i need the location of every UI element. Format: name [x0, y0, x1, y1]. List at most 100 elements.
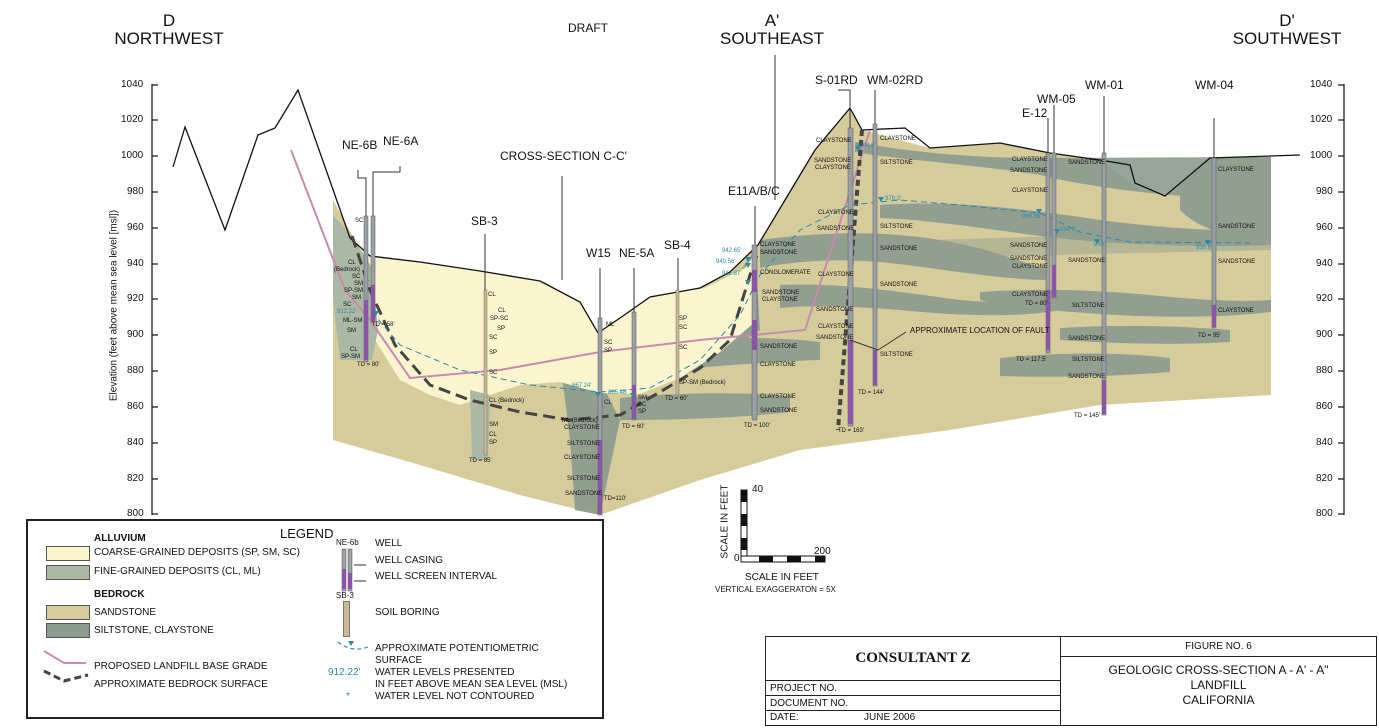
water-level-label: 950.6'	[1196, 245, 1213, 251]
tick-label: 980	[1316, 186, 1333, 197]
litho-label: SM	[638, 395, 647, 401]
litho-label: CLAYSTONE	[1012, 264, 1048, 270]
litho-label: SANDSTONE	[1068, 258, 1106, 264]
label-ne-6a: NE-6A	[383, 134, 419, 148]
legend-fine-label: FINE-GRAINED DEPOSITS (CL, ML)	[94, 566, 261, 577]
litho-label: CLAYSTONE	[1012, 157, 1048, 163]
label-wm-02rd: WM-02RD	[867, 73, 923, 87]
ground-surface	[172, 88, 1301, 334]
litho-label: CL (Bedrock)	[489, 398, 525, 404]
litho-label: SILTSTONE	[567, 476, 600, 482]
legend-not-contoured-label: WATER LEVEL NOT CONTOURED	[375, 691, 535, 702]
litho-label: CL	[498, 308, 506, 314]
tick-label: 840	[127, 437, 144, 448]
litho-label: SP	[679, 316, 688, 322]
section-end-d: D NORTHWEST	[110, 12, 228, 48]
section-letter: D	[162, 11, 176, 30]
td-label: TD = 80'	[1025, 301, 1048, 307]
water-level-label: 969.86'	[1022, 214, 1042, 220]
scale-vertical-value: 40	[752, 484, 764, 495]
litho-label: SC	[604, 340, 613, 346]
water-level-markers	[373, 146, 1211, 398]
tick-label: 920	[1316, 293, 1333, 304]
litho-label: SANDSTONE	[816, 307, 854, 313]
legend-siltstone-label: SILTSTONE, CLAYSTONE	[94, 625, 214, 636]
siltstone-band	[880, 203, 1271, 246]
litho-label: SC	[352, 274, 361, 280]
tick-label: 860	[127, 401, 144, 412]
label-ne-6b: NE-6B	[342, 138, 378, 152]
litho-label: BC	[638, 402, 647, 408]
label-wm-05: WM-05	[1037, 92, 1076, 106]
td-label: TD = 145'	[1074, 413, 1100, 419]
tick-label: 920	[127, 293, 144, 304]
legend-panel: LEGEND ALLUVIUM COARSE-GRAINED DEPOSITS …	[26, 519, 604, 719]
litho-label: SM	[347, 328, 356, 334]
figure-title-2: LANDFILL	[1190, 678, 1247, 692]
water-level-label: 958.3'	[1060, 227, 1077, 233]
scale-horizontal-value: 200	[814, 546, 831, 557]
litho-label: CLAYSTONE	[818, 272, 854, 278]
siltstone-wedge	[560, 360, 620, 515]
td-label: TD = 58'	[372, 322, 395, 328]
tick-label: 940	[127, 258, 144, 269]
litho-label: CLAYSTONE	[1218, 308, 1254, 314]
litho-label: SANDSTONE	[760, 344, 798, 350]
litho-label: SP	[497, 326, 506, 332]
litho-label: SANDSTONE	[880, 246, 918, 252]
litho-label: CONGLOMERATE	[760, 270, 811, 276]
section-end-d-prime: D' SOUTHWEST	[1226, 12, 1348, 48]
td-label: TD = 100'	[744, 423, 770, 429]
legend-water-levels-label-2: IN FEET ABOVE MEAN SEA LEVEL (MSL)	[375, 679, 568, 690]
landfill-base-grade-line	[290, 129, 871, 380]
section-direction: NORTHWEST	[114, 29, 224, 48]
litho-label: SANDSTONE	[1068, 374, 1106, 380]
litho-label: SP-SM (Bedrock)	[679, 380, 726, 386]
well-w15	[597, 317, 603, 516]
water-level-label: 867.24'	[572, 383, 592, 389]
litho-label: CLAYSTONE	[818, 324, 854, 330]
legend-potentiometric-label-1: APPROXIMATE POTENTIOMETRIC	[375, 643, 539, 654]
legend-well-symbol	[341, 548, 366, 592]
title-divider	[766, 680, 1060, 681]
legend-screen-label: WELL SCREEN INTERVAL	[375, 571, 498, 582]
legend-bedrock-line	[43, 669, 89, 683]
label-w15: W15	[586, 246, 611, 260]
water-level-label: 1000.6'	[856, 143, 876, 149]
siltstone-band	[1000, 353, 1170, 377]
litho-label: SP-SM	[341, 354, 361, 360]
tick-label: 900	[1316, 329, 1333, 340]
litho-label: SM	[489, 422, 498, 428]
water-level-label: 978.3'	[885, 196, 902, 202]
litho-label: CLAYSTONE	[880, 136, 916, 142]
td-label: TD = 60'	[622, 424, 645, 430]
vertical-exaggeration: VERTICAL EXAGGERATON = 5X	[715, 585, 836, 594]
litho-label: CL	[348, 260, 356, 266]
label-cross-section-c: CROSS-SECTION C-C'	[500, 149, 627, 163]
litho-label: CL	[489, 432, 497, 438]
section-letter: D'	[1279, 11, 1295, 30]
tick-label: 1000	[1310, 150, 1333, 161]
label-s-01rd: S-01RD	[815, 73, 858, 87]
tick-label: 940	[1316, 258, 1333, 269]
tick-label: 1020	[1310, 114, 1333, 125]
litho-label: ML	[606, 322, 615, 328]
litho-label: SANDSTONE	[814, 158, 852, 164]
litho-label: SANDSTONE	[1218, 224, 1256, 230]
litho-label: CLAYSTONE	[1012, 188, 1048, 194]
figure-title-3: CALIFORNIA	[1182, 693, 1255, 707]
figure-number: FIGURE NO. 6	[1185, 641, 1252, 652]
tick-label: 860	[1316, 401, 1333, 412]
legend-bedrock-heading: BEDROCK	[94, 589, 145, 600]
td-label: TD = 85'	[469, 458, 492, 464]
litho-label: SC	[489, 335, 498, 341]
litho-label: SP	[638, 409, 647, 415]
water-level-label: 912.22'	[337, 309, 357, 315]
td-label: TD = 117.5'	[1016, 357, 1047, 363]
litho-label: CLAYSTONE	[762, 297, 798, 303]
water-level-label: 912.87'	[722, 271, 742, 277]
water-level-label: 942.65'	[722, 248, 742, 254]
litho-label: CLAYSTONE	[818, 210, 854, 216]
legend-lines	[43, 650, 89, 683]
litho-label: SC	[679, 325, 688, 331]
